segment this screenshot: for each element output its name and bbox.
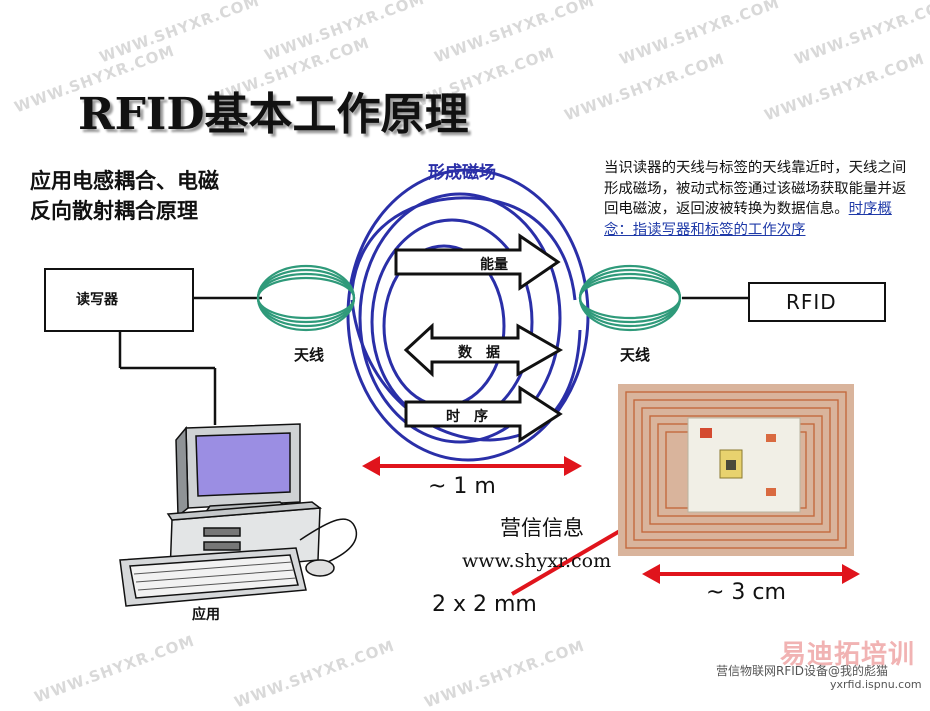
subtitle-line: 应用电感耦合、电磁 bbox=[30, 169, 219, 193]
timing-concept-link[interactable]: 时序概念：指读写器和标签的工作次序 bbox=[604, 201, 892, 238]
company-website: www.shyxr.com bbox=[462, 550, 612, 572]
right-antenna-label: 天线 bbox=[620, 346, 651, 364]
rfid-label: RFID bbox=[786, 290, 837, 314]
reader-label: 读写器 bbox=[76, 292, 118, 308]
description-body: 当识读器的天线与标签的天线靠近时，天线之间形成磁场，被动式标签通过该磁场获取能量… bbox=[604, 160, 907, 217]
left-antenna-label: 天线 bbox=[294, 346, 325, 364]
distance-arrows bbox=[362, 456, 860, 584]
right-antenna-coil bbox=[578, 264, 682, 332]
tag-size-label: ~ 3 cm bbox=[706, 580, 786, 605]
timing-arrow bbox=[404, 385, 563, 443]
rfid-tag-photo bbox=[618, 384, 854, 556]
chip-size-label: 2 x 2 mm bbox=[432, 592, 537, 617]
description-text: 当识读器的天线与标签的天线靠近时，天线之间形成磁场，被动式标签通过该磁场获取能量… bbox=[604, 158, 916, 240]
connection-lines bbox=[118, 296, 748, 425]
rfid-tag-box: RFID bbox=[748, 282, 886, 322]
computer-illustration bbox=[119, 423, 358, 607]
keyboard-keys bbox=[133, 561, 297, 591]
reader-box: 读写器 bbox=[44, 268, 194, 332]
magnetic-field-label: 形成磁场 bbox=[428, 163, 496, 183]
principle-subtitle: 应用电感耦合、电磁 反向散射耦合原理 bbox=[30, 166, 280, 226]
company-name: 营信信息 bbox=[500, 516, 584, 540]
footer-url: yxrfid.ispnu.com bbox=[830, 678, 922, 691]
energy-label: 能量 bbox=[480, 257, 508, 273]
footer-caption: 营信物联网RFID设备@我的彪猫 bbox=[716, 664, 889, 678]
application-label: 应用 bbox=[192, 607, 220, 623]
page-title: RFID基本工作原理 bbox=[78, 89, 469, 140]
footer-logo: 易迪拓培训 bbox=[780, 640, 916, 670]
field-distance-label: ~ 1 m bbox=[428, 474, 496, 499]
data-arrow bbox=[403, 322, 564, 378]
energy-arrow bbox=[394, 233, 561, 291]
subtitle-line: 反向散射耦合原理 bbox=[30, 199, 198, 223]
left-antenna-coil bbox=[256, 264, 356, 332]
timing-label: 时 序 bbox=[446, 409, 488, 425]
data-label: 数 据 bbox=[458, 345, 500, 361]
